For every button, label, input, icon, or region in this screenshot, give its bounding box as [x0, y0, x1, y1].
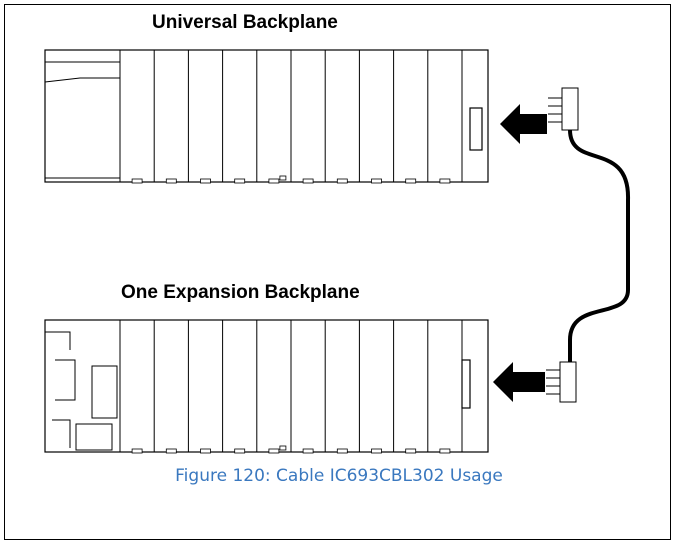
universal-slot-tab [165, 178, 177, 184]
expansion-ps-socket [75, 423, 113, 451]
expansion-slot-tab [371, 448, 382, 454]
expansion-slot-tab [165, 448, 177, 454]
expansion-slot-tab [200, 448, 211, 454]
arrow-bottom [493, 362, 545, 402]
universal-slot-tab [268, 178, 280, 184]
figure-caption: Figure 120: Cable IC693CBL302 Usage [175, 466, 503, 486]
universal-backplane-body [44, 49, 489, 183]
universal-slot-tab [131, 178, 143, 184]
expansion-slot-tab [439, 448, 451, 454]
universal-slot-tab [302, 178, 314, 184]
expansion-center-mark [279, 445, 287, 451]
universal-center-mark [279, 175, 287, 181]
expansion-backplane [44, 319, 489, 454]
connector-bottom-pins [546, 369, 560, 395]
universal-slot-tab [371, 178, 382, 184]
connector-top-body [561, 87, 579, 131]
universal-backplane-label: Universal Backplane [152, 12, 338, 33]
expansion-slot-tab [268, 448, 280, 454]
universal-backplane [44, 49, 489, 184]
universal-slot-tab [439, 178, 451, 184]
expansion-slots [119, 320, 463, 454]
cable [568, 129, 631, 362]
universal-slot-tab [405, 178, 417, 184]
expansion-backplane-body [44, 319, 489, 453]
connector-bottom-body [559, 361, 577, 403]
expansion-slot-tab [405, 448, 417, 454]
expansion-ps-block [91, 365, 118, 419]
power-supply-notch [44, 77, 120, 83]
expansion-slot-tab [131, 448, 143, 454]
expansion-backplane-label: One Expansion Backplane [121, 282, 360, 303]
universal-slot-tab [336, 178, 348, 184]
expansion-ps-detail-2 [55, 359, 76, 401]
expansion-ps-detail-1 [45, 331, 71, 350]
cable-connector-bottom [546, 361, 577, 403]
cable-connector-top [548, 87, 579, 131]
arrow-top [500, 104, 547, 144]
connector-top-pins [548, 97, 562, 123]
expansion-port [461, 359, 471, 409]
universal-slot-tab [234, 178, 246, 184]
expansion-slot-tab [234, 448, 246, 454]
universal-expansion-port [469, 107, 483, 151]
expansion-slot-tab [302, 448, 314, 454]
expansion-ps-detail-3 [52, 419, 71, 448]
universal-slots [119, 50, 463, 184]
expansion-slot-tab [336, 448, 348, 454]
universal-slot-tab [200, 178, 211, 184]
